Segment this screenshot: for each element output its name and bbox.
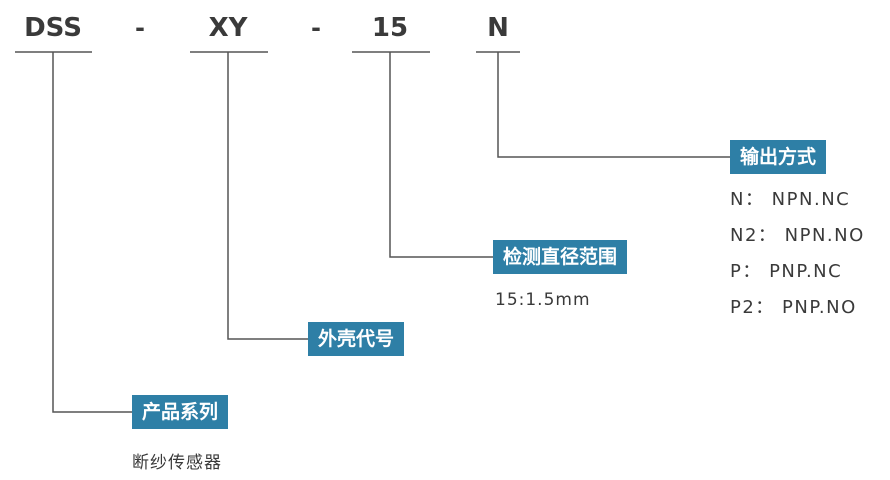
series-description: 断纱传感器: [132, 453, 222, 473]
connector-shell: [227, 52, 308, 340]
label-range: 检测直径范围: [493, 240, 628, 274]
label-output: 输出方式: [730, 140, 827, 174]
label-shell: 外壳代号: [308, 322, 405, 356]
code-range: 15: [371, 13, 409, 43]
connector-series: [52, 52, 132, 413]
output-option: N2： NPN.NO: [730, 225, 865, 246]
connector-output: [497, 52, 730, 158]
output-option: P2： PNP.NO: [730, 297, 857, 318]
label-series: 产品系列: [132, 395, 229, 429]
code-series: DSS: [24, 13, 82, 43]
code-separator: -: [311, 14, 321, 42]
output-option: N： NPN.NC: [730, 189, 851, 210]
code-output: N: [487, 13, 509, 43]
output-options-list: N： NPN.NC N2： NPN.NO P： PNP.NC P2： PNP.N…: [730, 187, 865, 331]
code-separator: -: [135, 14, 145, 42]
code-shell: XY: [208, 13, 248, 43]
output-option: P： PNP.NC: [730, 261, 843, 282]
connector-range: [389, 52, 493, 258]
range-description: 15:1.5mm: [495, 290, 591, 310]
